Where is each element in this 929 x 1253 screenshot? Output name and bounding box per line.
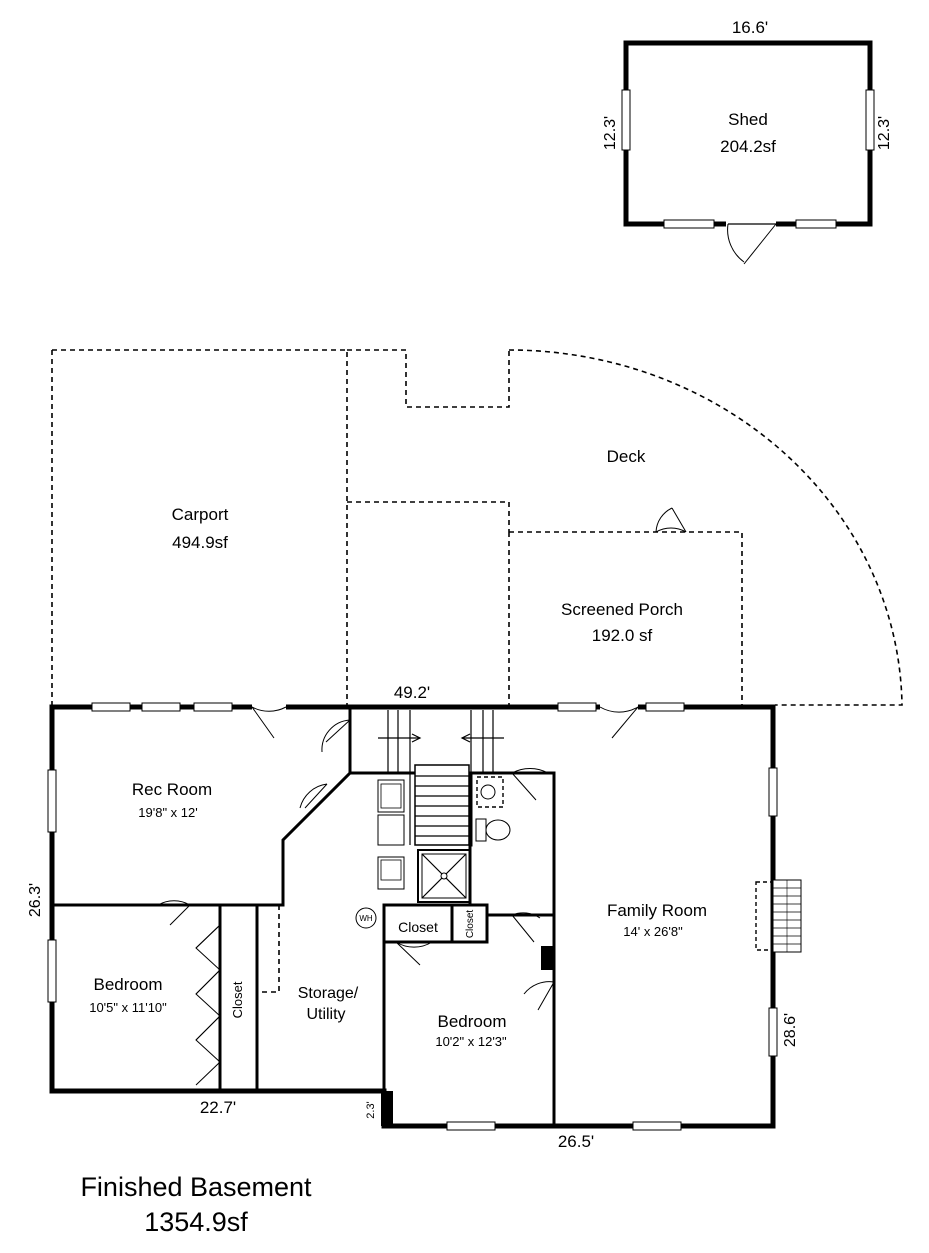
window-family-bottom <box>632 1121 682 1131</box>
closet-small-label: Closet <box>465 910 476 939</box>
dimension-top: 49.2' <box>394 683 430 702</box>
window-family-2 <box>645 702 685 712</box>
bedroom2-size: 10'2" x 12'3" <box>435 1034 507 1049</box>
dimension-bottom-left: 22.7' <box>200 1098 236 1117</box>
shed-height-left-label: 12.3' <box>602 116 619 150</box>
deck-outline <box>347 349 903 706</box>
shed-door <box>743 223 777 265</box>
porch-area: 192.0 sf <box>592 626 653 645</box>
basement-exterior-walls <box>49 704 776 1129</box>
family-exterior-door <box>611 706 639 739</box>
window-rec-left <box>47 769 57 833</box>
shed-name: Shed <box>728 110 768 129</box>
interior-walls <box>50 705 556 1128</box>
bedroom1-size: 10'5" x 11'10" <box>89 1000 167 1015</box>
window-rec-2 <box>141 702 181 712</box>
carport-area: 494.9sf <box>172 533 228 552</box>
dimension-right: 28.6' <box>782 1013 799 1047</box>
bedroom2-name: Bedroom <box>438 1012 507 1031</box>
shed-window-left <box>621 89 631 151</box>
bathroom-sink <box>476 776 504 808</box>
shed-height-right-label: 12.3' <box>876 116 893 150</box>
porch-name: Screened Porch <box>561 600 683 619</box>
window-rec-1 <box>91 702 131 712</box>
shed-width-label: 16.6' <box>732 18 768 37</box>
deck-name: Deck <box>607 447 646 466</box>
shower <box>417 843 472 907</box>
bedroom1-name: Bedroom <box>94 975 163 994</box>
porch-door <box>671 507 687 533</box>
window-bedroom-left <box>47 939 57 1003</box>
interior-doors <box>157 719 555 1086</box>
floor-area: 1354.9sf <box>144 1207 248 1237</box>
storage-dashed-partition <box>259 905 280 993</box>
window-rec-3 <box>193 702 233 712</box>
window-family-right-1 <box>768 767 778 817</box>
family-room-name: Family Room <box>607 901 707 920</box>
rec-room-size: 19'8" x 12' <box>138 805 197 820</box>
storage-label-line2: Utility <box>306 1006 345 1023</box>
carport-name: Carport <box>172 505 229 524</box>
rec-room-name: Rec Room <box>132 780 212 799</box>
dimension-left: 26.3' <box>27 883 44 917</box>
dimension-bottom-right: 26.5' <box>558 1132 594 1151</box>
shed <box>621 40 875 265</box>
closet-left-label: Closet <box>230 981 245 1018</box>
shed-window-bottom-right <box>795 219 837 229</box>
family-room-size: 14' x 26'8" <box>623 924 683 939</box>
window-bedroom2-bottom <box>446 1121 496 1131</box>
window-family-right-2 <box>768 1007 778 1057</box>
toilet <box>475 818 511 842</box>
water-heater-icon <box>355 907 377 929</box>
carport-outline <box>51 349 348 705</box>
storage-label-line1: Storage/ <box>298 985 359 1002</box>
shed-window-bottom-left <box>663 219 715 229</box>
water-heater-label: WH <box>359 914 373 923</box>
shed-window-right <box>865 89 875 151</box>
closet-mid-label: Closet <box>398 919 438 935</box>
shed-door-swing <box>727 223 745 263</box>
floor-title: Finished Basement <box>80 1172 312 1202</box>
screened-porch-outline <box>508 507 743 705</box>
stairs <box>378 710 504 846</box>
shed-area: 204.2sf <box>720 137 776 156</box>
laundry-appliances <box>377 779 405 890</box>
rec-exterior-door <box>251 706 275 739</box>
window-family-1 <box>557 702 597 712</box>
dimension-step: 2.3' <box>365 1101 377 1118</box>
fireplace-icon <box>755 879 802 953</box>
